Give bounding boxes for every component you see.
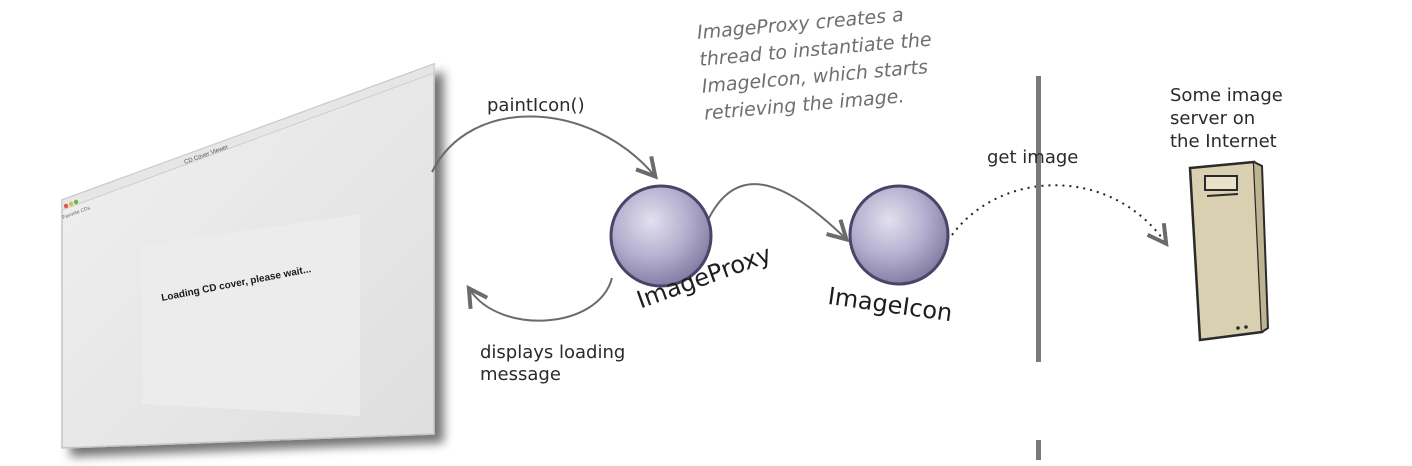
server-label-line-1: Some image: [1170, 85, 1283, 106]
window-close-dot[interactable]: [63, 203, 69, 209]
server-label: Some image server on the Internet: [1170, 84, 1283, 153]
paint-icon-label: paintIcon(): [487, 95, 585, 116]
network-divider-upper: [1036, 76, 1041, 362]
cd-cover-viewer-window: CD Cover Viewer Favorite CDs Loading CD …: [61, 62, 435, 449]
server-icon: [1188, 160, 1270, 342]
window-minimize-dot[interactable]: [68, 201, 74, 207]
arrow-displays-loading: [470, 277, 613, 322]
displays-loading-line-2: message: [480, 364, 561, 385]
arrow-paint-icon: [431, 115, 654, 175]
displays-loading-line-1: displays loading: [480, 342, 626, 363]
get-image-label: get image: [987, 147, 1079, 168]
server-label-line-3: the Internet: [1170, 131, 1277, 152]
image-icon-node: [848, 184, 950, 286]
window-title-bar: [61, 63, 435, 211]
image-proxy-node: [609, 184, 713, 288]
displays-loading-label: displays loading message: [480, 342, 625, 386]
server-label-line-2: server on: [1170, 108, 1256, 129]
window-zoom-dot[interactable]: [73, 199, 79, 205]
cover-area: [142, 214, 360, 416]
proxy-annotation: ImageProxy creates a thread to instantia…: [696, 0, 937, 128]
arrow-proxy-to-icon: [707, 183, 845, 238]
arrow-get-image: [951, 184, 1165, 242]
network-divider-lower: [1036, 440, 1041, 460]
